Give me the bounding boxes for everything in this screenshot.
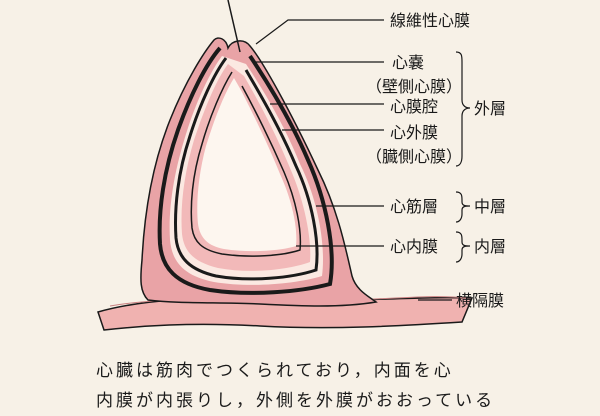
label-cavity: 心膜腔	[390, 97, 438, 116]
label-myocardium: 心筋層	[390, 197, 438, 216]
bracket-middle	[455, 191, 471, 223]
group-outer: 外層	[474, 99, 506, 118]
bracket-inner	[455, 231, 471, 263]
label-visceral: （臓側心膜）	[366, 147, 462, 166]
caption-line-1: 心臓は筋肉でつくられており，内面を心	[96, 361, 454, 381]
bracket-outer	[455, 51, 471, 167]
label-parietal: （壁側心膜）	[366, 77, 462, 96]
label-endocardium: 心内膜	[390, 237, 438, 256]
caption: 心臓は筋肉でつくられており，内面を心 内膜が内張りし，外側を外膜がおおっている	[96, 356, 600, 416]
group-brackets	[455, 51, 471, 263]
epicardium-line	[174, 57, 319, 281]
vessel-line	[227, 0, 241, 53]
label-diaphragm: 横隔膜	[456, 291, 504, 310]
caption-line-2: 内膜が内張りし，外側を外膜がおおっている	[96, 391, 496, 411]
group-inner: 内層	[474, 237, 506, 256]
heart-cavity-shape	[197, 78, 297, 252]
leader-lines	[255, 19, 452, 301]
leader-fibrous	[255, 19, 384, 45]
label-sac: 心嚢	[392, 53, 424, 72]
heart-layers-illustration: 線維性心膜 心嚢 （壁側心膜） 心膜腔 心外膜 （臓側心膜） 心筋層 心内膜 横…	[97, 0, 506, 331]
label-epicardium: 心外膜	[390, 123, 438, 142]
group-middle: 中層	[474, 197, 506, 216]
endocardium-line	[190, 71, 302, 257]
label-fibrous: 線維性心膜	[390, 11, 470, 30]
pericardium-diagram: 線維性心膜 心嚢 （壁側心膜） 心膜腔 心外膜 （臓側心膜） 心筋層 心内膜 横…	[96, 0, 506, 411]
parietal-pericardium-line	[157, 46, 334, 295]
